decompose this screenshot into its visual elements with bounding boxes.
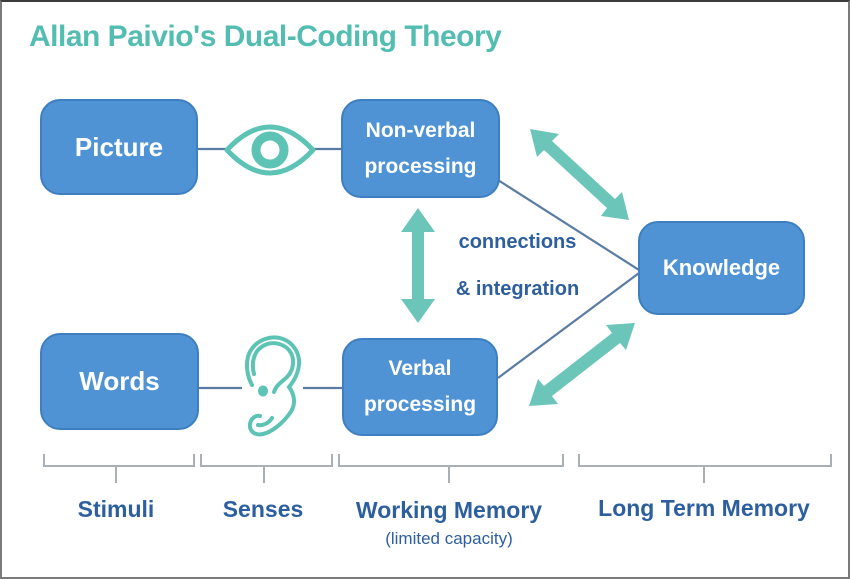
picture-box-label: Picture [74,131,164,162]
bracket-senses [200,454,333,483]
page-title: Allan Paivio's Dual-Coding Theory [29,20,502,53]
words-box: Words [40,333,199,430]
bracket-long-term-memory [578,454,832,483]
connections-label: connections [458,231,577,253]
verbal-processing-label: Verbal processing [363,357,477,416]
knowledge-box-label: Knowledge [662,255,781,280]
nonverbal-processing-label: Non-verbal processing [364,118,477,178]
connector-nonverbal-knowledge [497,179,640,271]
stage-brackets [43,454,832,483]
stage-label-working-memory: Working Memory [355,497,543,523]
picture-box: Picture [40,99,198,195]
eye-icon [224,124,316,176]
double-arrow-processing [401,208,435,323]
stage-label-senses: Senses [222,496,304,522]
bracket-working-memory [338,454,564,483]
double-arrow-verbal-knowledge [529,323,635,406]
verbal-processing-box: Verbal processing [342,338,498,436]
connector-lines [198,147,640,390]
stage-label-long-term-memory: Long Term Memory [598,495,810,521]
stage-label-stimuli: Stimuli [77,496,155,522]
connector-verbal-knowledge [497,272,640,379]
nonverbal-processing-box: Non-verbal processing [341,99,500,198]
knowledge-box: Knowledge [638,221,805,315]
double-arrow-nonverbal-knowledge [530,129,629,220]
stage-sublabel-limited-capacity: (limited capacity) [385,529,513,548]
words-box-label: Words [79,366,160,396]
ear-icon [245,335,302,437]
bracket-stimuli [43,454,195,483]
double-arrows [401,129,635,406]
integration-label: & integration [455,278,580,300]
